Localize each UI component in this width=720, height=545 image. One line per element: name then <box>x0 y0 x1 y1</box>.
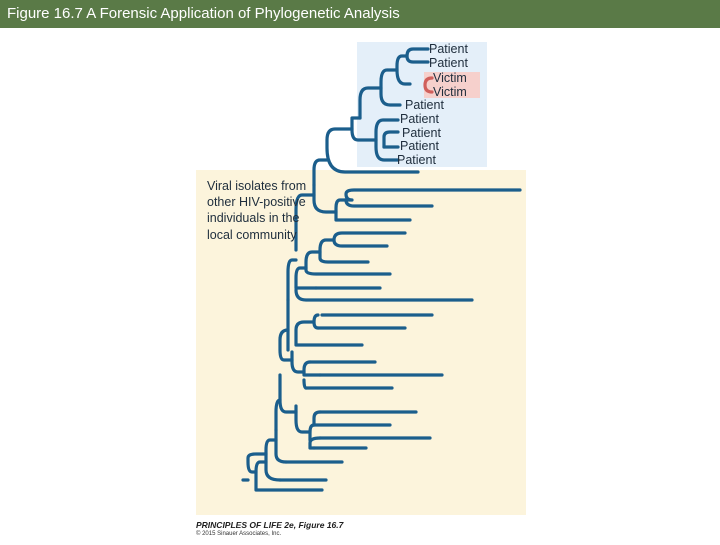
community-note: Viral isolates from other HIV-positive i… <box>207 179 307 242</box>
figure-title: Figure 16.7 A Forensic Application of Ph… <box>7 5 400 22</box>
tip-label-patient-7: Patient <box>397 153 436 167</box>
tip-label-patient-1: Patient <box>429 42 468 56</box>
tip-label-patient-5: Patient <box>402 126 441 140</box>
title-bar: Figure 16.7 A Forensic Application of Ph… <box>0 0 720 28</box>
tip-label-patient-3: Patient <box>405 98 444 112</box>
credit-copyright: © 2015 Sinauer Associates, Inc. <box>196 531 282 537</box>
tip-label-victim-2: Victim <box>433 85 467 99</box>
tip-label-patient-4: Patient <box>400 112 439 126</box>
community-region <box>196 170 526 515</box>
tip-label-patient-6: Patient <box>400 139 439 153</box>
credit-book: PRINCIPLES OF LIFE 2e, Figure 16.7 <box>196 520 344 530</box>
tree-branches <box>241 47 522 492</box>
tip-label-patient-2: Patient <box>429 56 468 70</box>
tip-label-victim-1: Victim <box>433 71 467 85</box>
victim-branches <box>423 76 434 94</box>
victim-highlight <box>424 72 480 98</box>
